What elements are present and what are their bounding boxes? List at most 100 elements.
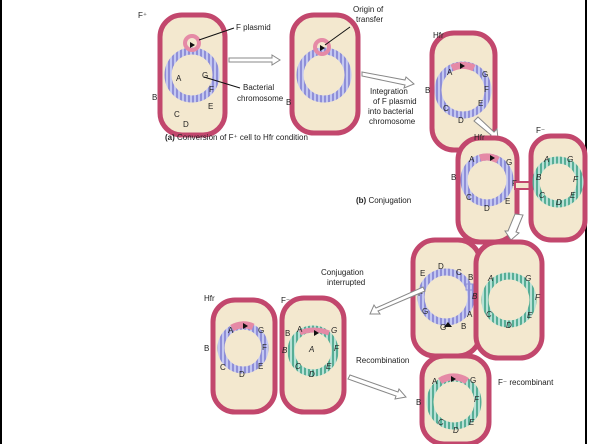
origin-label-1: Origin of bbox=[353, 5, 384, 14]
gene-label-b2-int: B bbox=[461, 322, 466, 331]
gene-label-b2: B bbox=[286, 98, 291, 107]
cell-f-minus-final bbox=[282, 298, 344, 412]
gene-label-e-rec-int: E bbox=[527, 311, 533, 320]
gene-label-c-recombinant: C bbox=[438, 418, 444, 427]
gene-label-e3: E bbox=[478, 99, 483, 108]
gene-label-d-rec-int: D bbox=[506, 321, 512, 330]
cell-f-plus bbox=[160, 15, 225, 135]
gene-label-d-hfr-b: D bbox=[484, 204, 490, 213]
caption-b: (b) Conjugation bbox=[356, 196, 411, 205]
gene-label-b-fminus-final: B bbox=[282, 346, 288, 355]
bacterial-label-1: Bacterial bbox=[243, 83, 274, 92]
caption-b-bold: (b) bbox=[356, 196, 367, 205]
gene-label-b-int: B bbox=[468, 273, 473, 282]
gene-label-b-recombinant: B bbox=[416, 398, 421, 407]
gene-label-c-fminus-b: C bbox=[539, 191, 545, 200]
gene-label-e1: E bbox=[208, 102, 213, 111]
cell-origin-of-transfer bbox=[292, 15, 358, 133]
gene-label-b-rec-int: B bbox=[472, 292, 478, 301]
hfr-label-1: Hfr bbox=[433, 31, 444, 40]
gene-label-b3: B bbox=[425, 86, 430, 95]
integration-label-1: Integration bbox=[370, 87, 408, 96]
gene-label-d-fminus-final: D bbox=[309, 370, 315, 379]
f-plus-label: F⁺ bbox=[138, 11, 147, 20]
gene-label-b1: B bbox=[152, 93, 157, 102]
integration-label-2: of F plasmid bbox=[373, 97, 417, 106]
gene-label-a-rec-int: A bbox=[487, 274, 493, 283]
gene-label-g-hfr-final: G bbox=[258, 326, 264, 335]
arrow-recombination bbox=[348, 375, 406, 399]
gene-label-e-hfr-b: E bbox=[505, 197, 510, 206]
gene-label-c3: C bbox=[443, 104, 449, 113]
gene-label-g-hfr-b: G bbox=[506, 158, 512, 167]
recombinant-label: F⁻ recombinant bbox=[498, 378, 554, 387]
caption-a: (a) Conversion of F⁺ cell to Hfr conditi… bbox=[165, 133, 308, 142]
gene-label-d3: D bbox=[458, 116, 464, 125]
gene-label-c-hfr-b: C bbox=[466, 193, 472, 202]
gene-label-g-recombinant: G bbox=[470, 376, 476, 385]
gene-label-a2-int: A bbox=[467, 310, 473, 319]
gene-label-g-fminus-b: G bbox=[567, 155, 573, 164]
gene-label-c1: C bbox=[174, 110, 180, 119]
cell-hfr-interrupted bbox=[413, 240, 480, 356]
integration-label-3: into bacterial bbox=[368, 107, 414, 116]
gene-label-f3: F bbox=[484, 85, 489, 94]
gene-label-a-recombinant: A bbox=[432, 377, 438, 386]
integration-label-4: chromosome bbox=[369, 117, 416, 126]
f-plasmid-label: F plasmid bbox=[236, 23, 271, 32]
cell-recipient-interrupted bbox=[476, 242, 542, 358]
cell-hfr-conjugating bbox=[458, 138, 517, 242]
gene-label-a-fminus-final: A bbox=[308, 345, 314, 354]
gene-label-b-frag: B bbox=[285, 329, 290, 338]
caption-b-text: Conjugation bbox=[366, 196, 411, 205]
bacterial-label-2: chromosome bbox=[237, 94, 284, 103]
caption-a-bold: (a) bbox=[165, 133, 175, 142]
gene-label-d1: D bbox=[183, 120, 189, 129]
gene-label-g3: G bbox=[482, 70, 488, 79]
gene-label-a-hfr-b: A bbox=[469, 155, 475, 164]
gene-label-d-hfr-final: D bbox=[239, 370, 245, 379]
integrated-f-segment bbox=[480, 157, 498, 160]
gene-label-g-rec-int: G bbox=[525, 274, 531, 283]
gene-label-g2-int: G bbox=[440, 323, 446, 332]
gene-label-g1: G bbox=[202, 71, 208, 80]
gene-label-f-hfr-final: F bbox=[262, 343, 267, 352]
gene-label-e-hfr-final: E bbox=[258, 362, 263, 371]
gene-label-g-fminus-final: G bbox=[331, 326, 337, 335]
gene-label-g-int: G bbox=[422, 307, 428, 316]
gene-label-a-hfr-final: A bbox=[228, 326, 234, 335]
cell-f-minus-recipient bbox=[531, 136, 585, 240]
gene-label-c-rec-int: C bbox=[486, 310, 492, 319]
gene-label-e-fminus-final: E bbox=[326, 362, 332, 371]
cell-hfr-final bbox=[213, 300, 275, 412]
gene-label-e-recombinant: E bbox=[469, 418, 475, 427]
hfr-label-2: Hfr bbox=[474, 133, 485, 142]
gene-label-d-int: D bbox=[438, 262, 444, 271]
gene-label-e-int: E bbox=[420, 269, 425, 278]
gene-label-c-hfr-final: C bbox=[220, 363, 226, 372]
gene-label-b-hfr-final: B bbox=[204, 344, 209, 353]
integrated-f-segment bbox=[232, 325, 253, 328]
gene-label-a-frag: A bbox=[297, 325, 303, 334]
gene-label-f1: F bbox=[209, 85, 214, 94]
gene-label-b-hfr-b: B bbox=[451, 173, 456, 182]
arrow-right-2 bbox=[362, 72, 414, 88]
gene-label-a3: A bbox=[447, 68, 453, 77]
gene-label-a1: A bbox=[176, 74, 182, 83]
gene-label-d-fminus-b: D bbox=[556, 198, 562, 207]
gene-label-c-fminus-final: C bbox=[295, 362, 301, 371]
recombination-label: Recombination bbox=[356, 356, 409, 365]
gene-label-b-fminus-b: B bbox=[536, 173, 542, 182]
interrupted-label-1: Conjugation bbox=[321, 268, 364, 277]
origin-label-2: transfer bbox=[356, 15, 383, 24]
gene-label-e-fminus-b: E bbox=[570, 191, 576, 200]
caption-a-text: Conversion of F⁺ cell to Hfr condition bbox=[175, 133, 308, 142]
gene-label-d-recombinant: D bbox=[453, 426, 459, 435]
f-minus-label-3: F⁻ bbox=[281, 296, 290, 305]
gene-label-a-fminus-b: A bbox=[543, 155, 549, 164]
gene-label-c-int: C bbox=[456, 268, 462, 277]
hfr-label-3: Hfr bbox=[204, 294, 215, 303]
arrow-right-1 bbox=[229, 55, 280, 65]
